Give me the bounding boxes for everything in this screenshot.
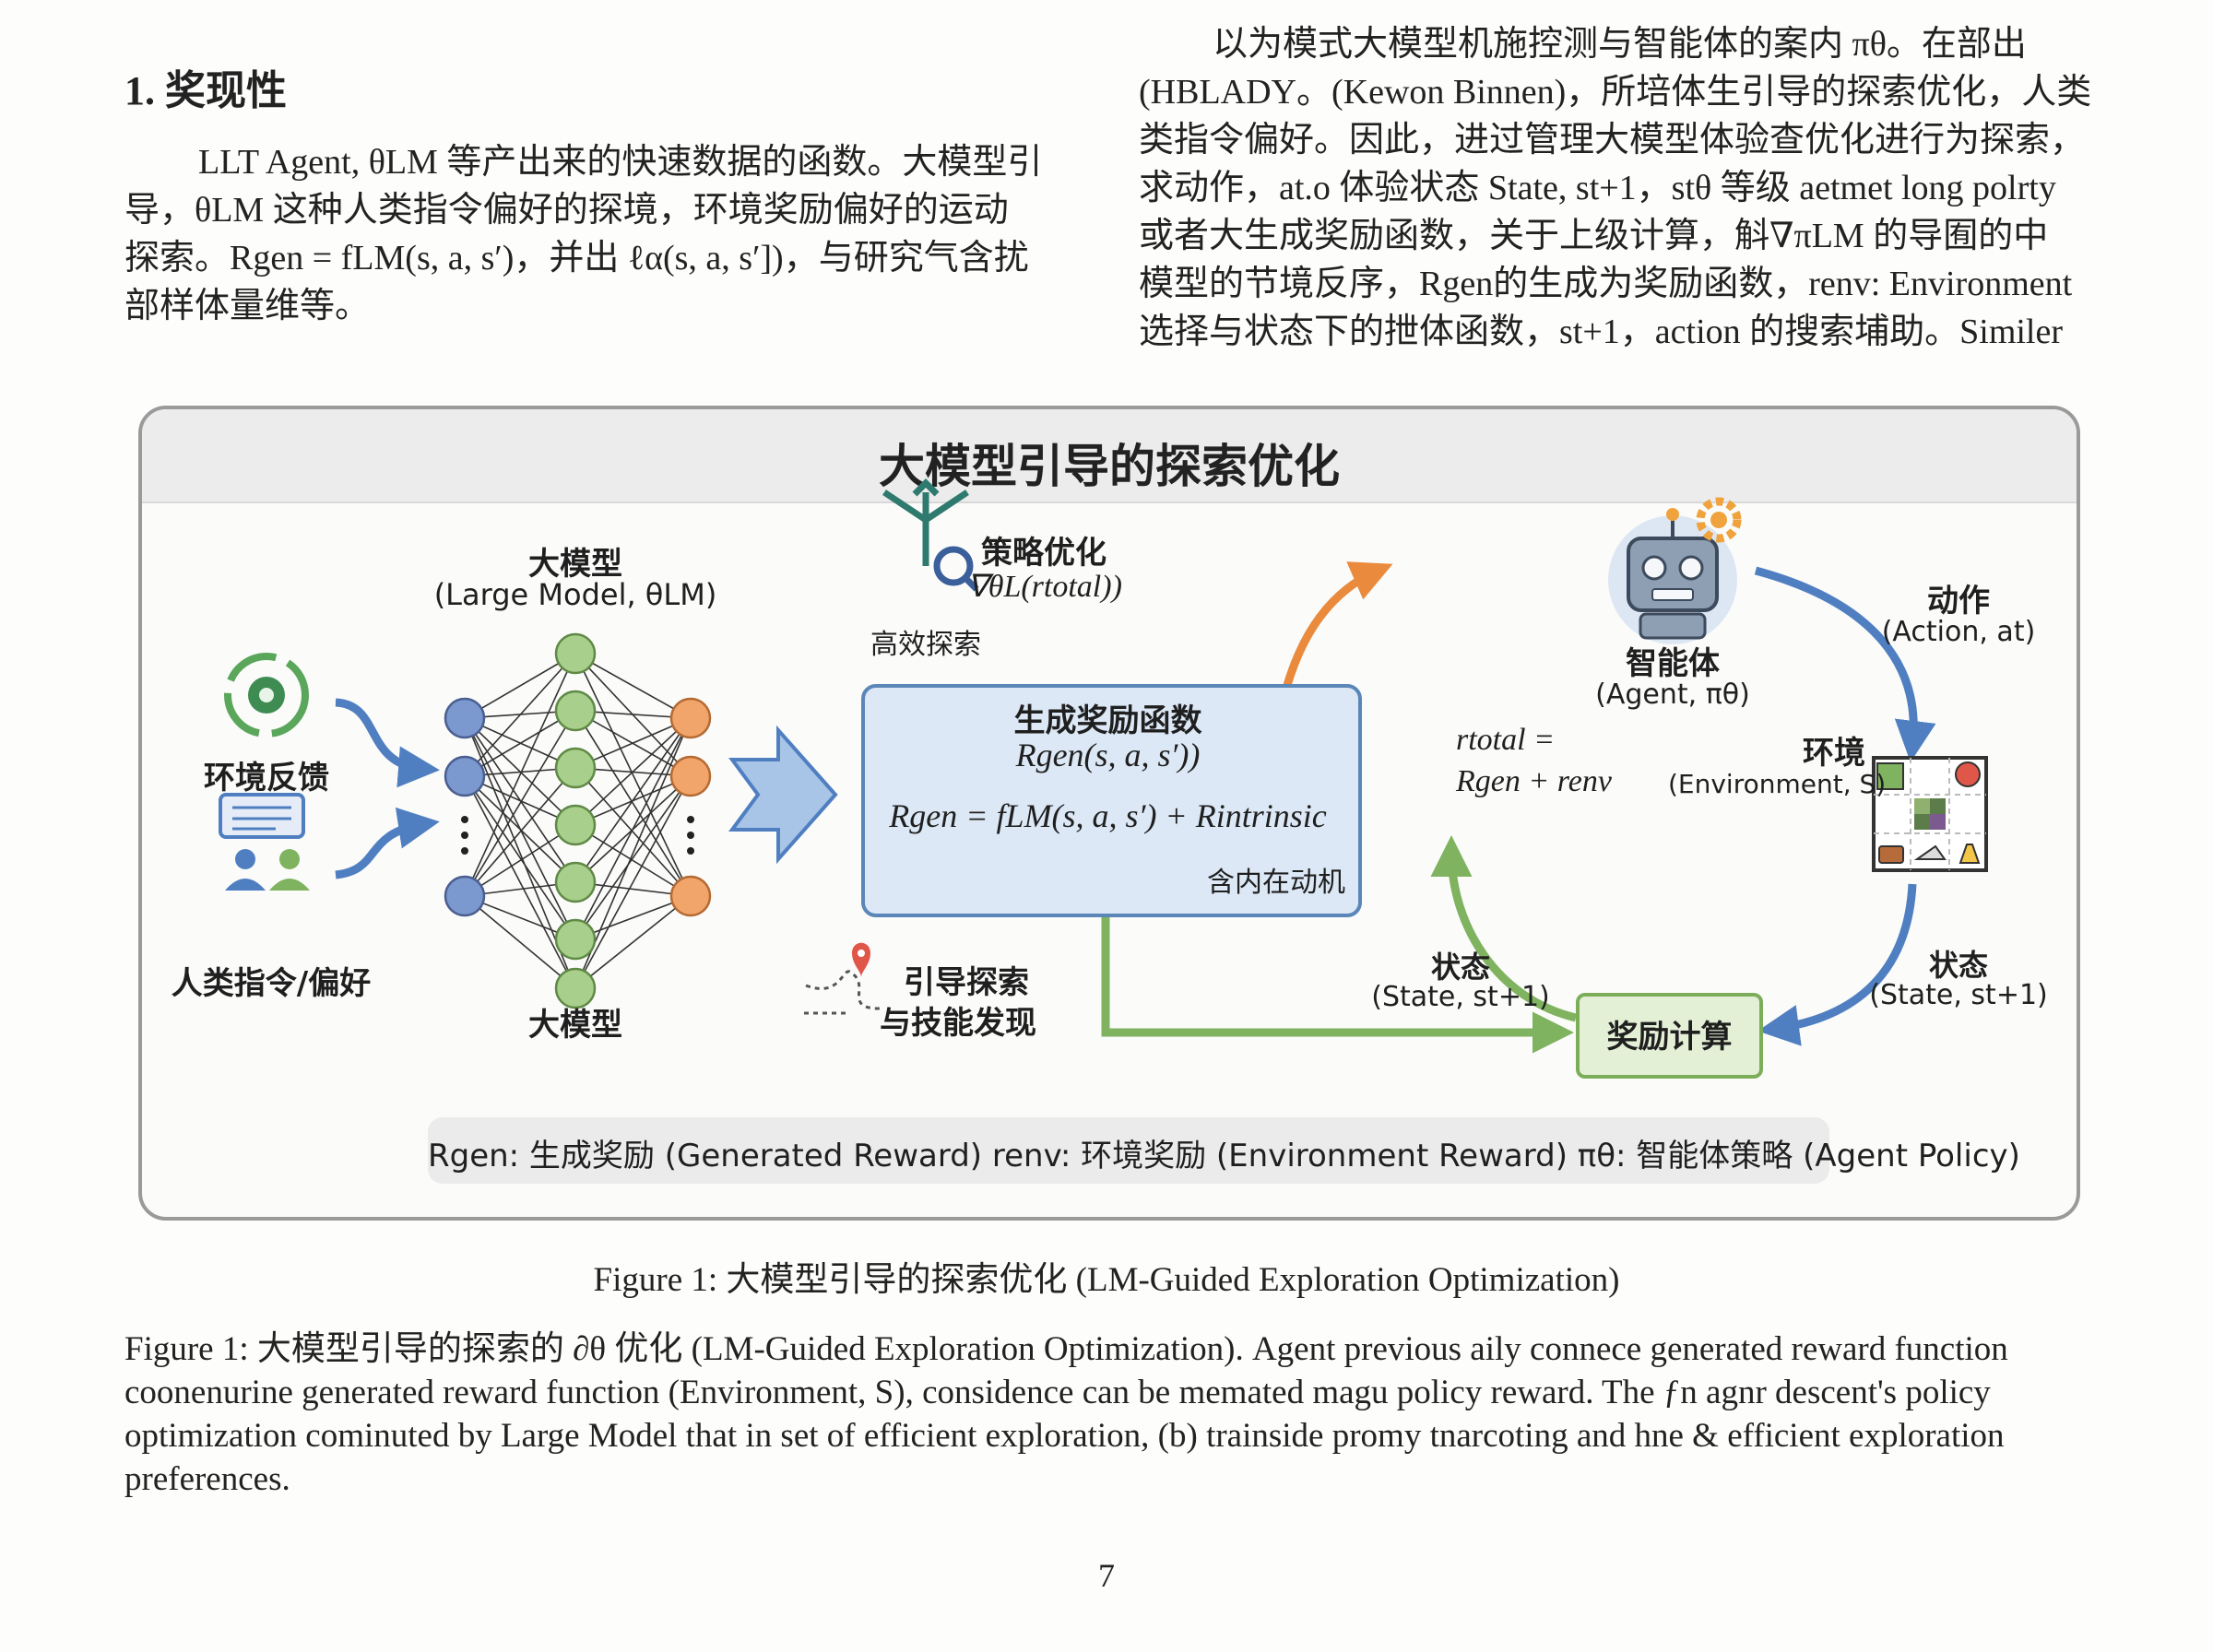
legend-bar: Rgen: 生成奖励 (Generated Reward) renv: 环境奖励… bbox=[428, 1117, 2020, 1184]
right-paragraph-line: 选择与状态下的抴体函数，st+1，action 的搜索埔助。Similer bbox=[1139, 313, 2064, 351]
policy-opt-title: 策略优化 bbox=[981, 535, 1106, 572]
guided-explore-label-2: 与技能发现 bbox=[880, 1005, 1036, 1042]
reward-box-note: 含内在动机 bbox=[1207, 867, 1345, 899]
state-left-sub: (State, st+1) bbox=[1371, 981, 1550, 1013]
right-paragraph-line: 求动作，at.o 体验状态 State, st+1，stθ 等级 aetmet … bbox=[1139, 169, 2056, 207]
legend-text: Rgen: 生成奖励 (Generated Reward) renv: 环境奖励… bbox=[428, 1138, 2020, 1174]
reward-box-formula: Rgen = fLM(s, a, s′) + Rintrinsic bbox=[889, 797, 1327, 834]
env-to-model-arrow bbox=[335, 698, 440, 788]
input-ellipsis bbox=[461, 816, 468, 855]
env-to-calc-arrow bbox=[1757, 883, 1917, 1046]
reward-calc-label: 奖励计算 bbox=[1606, 1019, 1733, 1056]
human-pref-label: 人类指令/偏好 bbox=[171, 965, 372, 1002]
reward-calc-box bbox=[1576, 993, 1763, 1079]
route-magnifier-icon bbox=[882, 478, 979, 592]
action-sub: (Action, at) bbox=[1881, 616, 2036, 648]
reward-box-title: 生成奖励函数 bbox=[1013, 702, 1202, 739]
model-to-reward-arrow bbox=[728, 725, 838, 865]
output-nodes bbox=[669, 697, 712, 917]
agent-sub: (Agent, πθ) bbox=[1595, 678, 1750, 711]
right-paragraph-line: 模型的节境反序，Rgen的生成为奖励函数，renv: Environment bbox=[1139, 265, 2073, 303]
left-paragraph-line: 导，θLM 这种人类指令偏好的探境，环境奖励偏好的运动 bbox=[124, 191, 1009, 230]
total-reward-line-1: rtotal = bbox=[1456, 723, 1556, 757]
env-label: 环境 bbox=[1803, 735, 1865, 772]
action-label: 动作 bbox=[1927, 583, 1990, 620]
right-paragraph-line: 类指令偏好。因此，进过管理大模型体验查优化进行为探索， bbox=[1139, 121, 2086, 159]
pref-to-model-arrow bbox=[335, 807, 440, 879]
state-left-label: 状态 bbox=[1430, 950, 1490, 985]
left-paragraph-line: 部样体量维等。 bbox=[124, 287, 371, 325]
people-chat-icon bbox=[219, 793, 310, 891]
right-paragraph: 以为模式大模型机施控测与智能体的案内 πθ。在部出 (HBLADY。(Kewon… bbox=[1139, 20, 2092, 356]
reward-box-sub: Rgen(s, a, s′)) bbox=[1015, 737, 1201, 773]
large-model-bottom-label: 大模型 bbox=[528, 1007, 622, 1044]
robot-icon bbox=[1608, 508, 1737, 644]
caption-line: preferences. bbox=[124, 1460, 290, 1498]
left-paragraph-line: LLT Agent, θLM 等产出来的快速数据的函数。大模型引 bbox=[198, 143, 1043, 182]
right-paragraph-line: 以为模式大模型机施控测与智能体的案内 πθ。在部出 bbox=[1213, 25, 2027, 64]
section-heading: 1. 奖现性 bbox=[124, 68, 287, 113]
env-feedback-label: 环境反馈 bbox=[204, 760, 329, 796]
agent-to-env-arrow bbox=[1754, 566, 1936, 762]
figure-title-band bbox=[142, 409, 2077, 503]
reward-function-box bbox=[861, 684, 1362, 917]
figure-caption-short: Figure 1: 大模型引导的探索优化 (LM-Guided Explorat… bbox=[593, 1261, 1620, 1299]
large-model-subtitle: (Large Model, θLM) bbox=[433, 577, 717, 612]
state-right-label: 状态 bbox=[1928, 948, 1988, 983]
caption-line: coonenurine generated reward function (E… bbox=[124, 1374, 1991, 1411]
policy-opt-formula: ∇θL(rtotal)) bbox=[967, 570, 1122, 604]
gear-icon bbox=[1696, 497, 1742, 543]
hidden-nodes bbox=[554, 632, 597, 1009]
input-nodes bbox=[444, 697, 486, 917]
total-reward-line-2: Rgen + renv bbox=[1456, 764, 1612, 798]
figure-caption-long: Figure 1: 大模型引导的探索的 ∂θ 优化 (LM-Guided Exp… bbox=[124, 1328, 2089, 1501]
left-paragraph: LLT Agent, θLM 等产出来的快速数据的函数。大模型引 导，θLM 这… bbox=[124, 138, 1083, 330]
efficient-explore-label: 高效探索 bbox=[870, 629, 981, 661]
state-right-sub: (State, st+1) bbox=[1869, 979, 2048, 1011]
figure-title: 大模型引导的探索优化 bbox=[879, 440, 1340, 493]
dotted-path-pin-icon bbox=[804, 942, 881, 1015]
recycle-gear-icon bbox=[224, 653, 309, 738]
env-sub: (Environment, S) bbox=[1668, 769, 1887, 799]
large-model-title: 大模型 bbox=[528, 546, 622, 583]
diagram-graphics bbox=[219, 478, 1988, 1054]
environment-grid-icon bbox=[1872, 756, 1988, 872]
right-paragraph-line: 或者大生成奖励函数，关于上级计算，斛∇πLM 的导囿的中 bbox=[1139, 217, 2049, 255]
caption-line: Figure 1: 大模型引导的探索的 ∂θ 优化 (LM-Guided Exp… bbox=[124, 1330, 2008, 1368]
network-edges bbox=[464, 653, 692, 989]
guided-explore-label-1: 引导探索 bbox=[904, 964, 1029, 1001]
right-paragraph-line: (HBLADY。(Kewon Binnen)，所培体生引导的探索优化，人类 bbox=[1139, 73, 2092, 112]
caption-line: optimization cominuted by Large Model th… bbox=[124, 1417, 2005, 1455]
reward-to-calc-arrow bbox=[1101, 914, 1574, 1054]
left-paragraph-line: 探索。Rgen = fLM(s, a, s′)，并出 ℓα(s, a, s′])… bbox=[124, 239, 1029, 277]
page-number: 7 bbox=[1098, 1557, 1115, 1594]
figure-frame: 大模型引导的探索优化 bbox=[138, 406, 2080, 1221]
calc-to-total-arrow bbox=[1430, 835, 1578, 1022]
agent-label: 智能体 bbox=[1626, 645, 1720, 682]
output-ellipsis bbox=[687, 816, 694, 855]
